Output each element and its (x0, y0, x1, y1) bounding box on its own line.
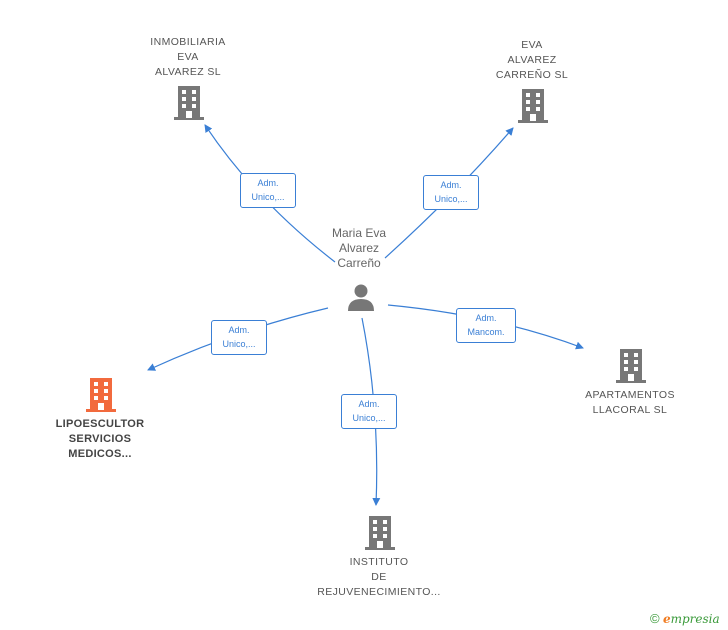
edge-label-apartamentos[interactable]: Adm. Mancom. (456, 308, 516, 343)
brand-name-rest: mpresia (670, 612, 720, 626)
building-icon[interactable] (86, 378, 116, 412)
building-icon[interactable] (365, 516, 395, 550)
brand-logo: © empresia (650, 611, 720, 626)
building-icon[interactable] (518, 89, 548, 123)
center-person-label[interactable]: Maria Eva Alvarez Carreño (331, 226, 387, 270)
brand-first-letter: e (662, 612, 671, 626)
node-lipoescultor-label[interactable]: LIPOESCULTOR SERVICIOS MEDICOS... (55, 418, 145, 460)
edge-label-lipoescultor[interactable]: Adm. Unico,... (211, 320, 267, 355)
node-inmobiliaria-label[interactable]: INMOBILIARIA EVA ALVAREZ SL (150, 36, 226, 78)
node-instituto-label[interactable]: INSTITUTO DE REJUVENECIMIENTO... (317, 556, 441, 598)
person-icon[interactable] (346, 282, 376, 312)
edge-label-instituto[interactable]: Adm. Unico,... (341, 394, 397, 429)
edge-label-eva-alvarez[interactable]: Adm. Unico,... (423, 175, 479, 210)
building-icon[interactable] (616, 349, 646, 383)
node-eva-alvarez-label[interactable]: EVA ALVAREZ CARREÑO SL (495, 39, 569, 81)
building-icon[interactable] (174, 86, 204, 120)
node-apartamentos-label[interactable]: APARTAMENTOS LLACORAL SL (585, 389, 675, 416)
edge-label-inmobiliaria[interactable]: Adm. Unico,... (240, 173, 296, 208)
copyright-symbol: © (650, 611, 660, 626)
